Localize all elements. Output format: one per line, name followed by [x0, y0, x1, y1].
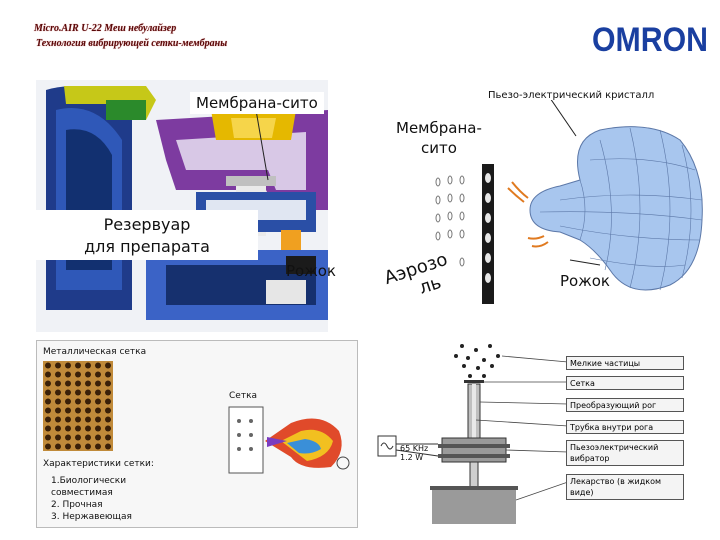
schematic-label-particles: Мелкие частицы — [566, 356, 684, 370]
mesh-texture — [43, 361, 113, 451]
schematic-label-horn: Преобразующий рог — [566, 398, 684, 412]
reservoir-label-line1: Резервуар — [36, 214, 258, 236]
frequency-label: 65 KHz 1.2 W — [400, 444, 428, 462]
mesh-panel: Металлическая сетка Сетка Характеристики… — [36, 340, 358, 528]
nebulizer-schematic: 65 KHz 1.2 W — [372, 340, 568, 530]
mesh-char-item: 2. Прочная — [51, 499, 132, 511]
mesh-panel-title: Металлическая сетка — [43, 347, 146, 357]
reservoir-label-line2: для препарата — [36, 236, 258, 258]
mesh-sim-image — [221, 401, 351, 481]
frequency-value: 65 KHz — [400, 444, 428, 453]
schematic-label-tube: Трубка внутри рога — [566, 420, 684, 434]
header-subtitle: Технология вибрирующей сетки-мембраны — [36, 37, 227, 50]
schematic-label-mesh: Сетка — [566, 376, 684, 390]
membrane-label-left: Мембрана-сито — [190, 92, 324, 114]
mesh-label: Сетка — [229, 391, 257, 401]
mesh-char-item: 1.Биологически — [51, 475, 132, 487]
reservoir-label: Резервуар для препарата — [36, 210, 258, 260]
svg-text:OMRON: OMRON — [592, 22, 708, 58]
horn-label-left: Рожок — [286, 262, 336, 280]
schematic-label-medicine: Лекарство (в жидком виде) — [566, 474, 684, 500]
omron-logo: OMRON — [592, 22, 710, 58]
power-value: 1.2 W — [400, 453, 428, 462]
mesh-char-item: совместимая — [51, 487, 132, 499]
nebulizer-cross-section — [36, 80, 328, 332]
horn-label-right: Рожок — [560, 272, 610, 290]
mesh-char-item: 3. Нержавеющая — [51, 511, 132, 523]
mesh-chars-title: Характеристики сетки: — [43, 459, 154, 469]
schematic-label-vibrator: Пьезоэлектрический вибратор — [566, 440, 684, 466]
header-title: Micro.AIR U-22 Меш небулайзер — [34, 22, 176, 35]
mesh-chars-list: 1.Биологически совместимая 2. Прочная 3.… — [51, 475, 132, 523]
